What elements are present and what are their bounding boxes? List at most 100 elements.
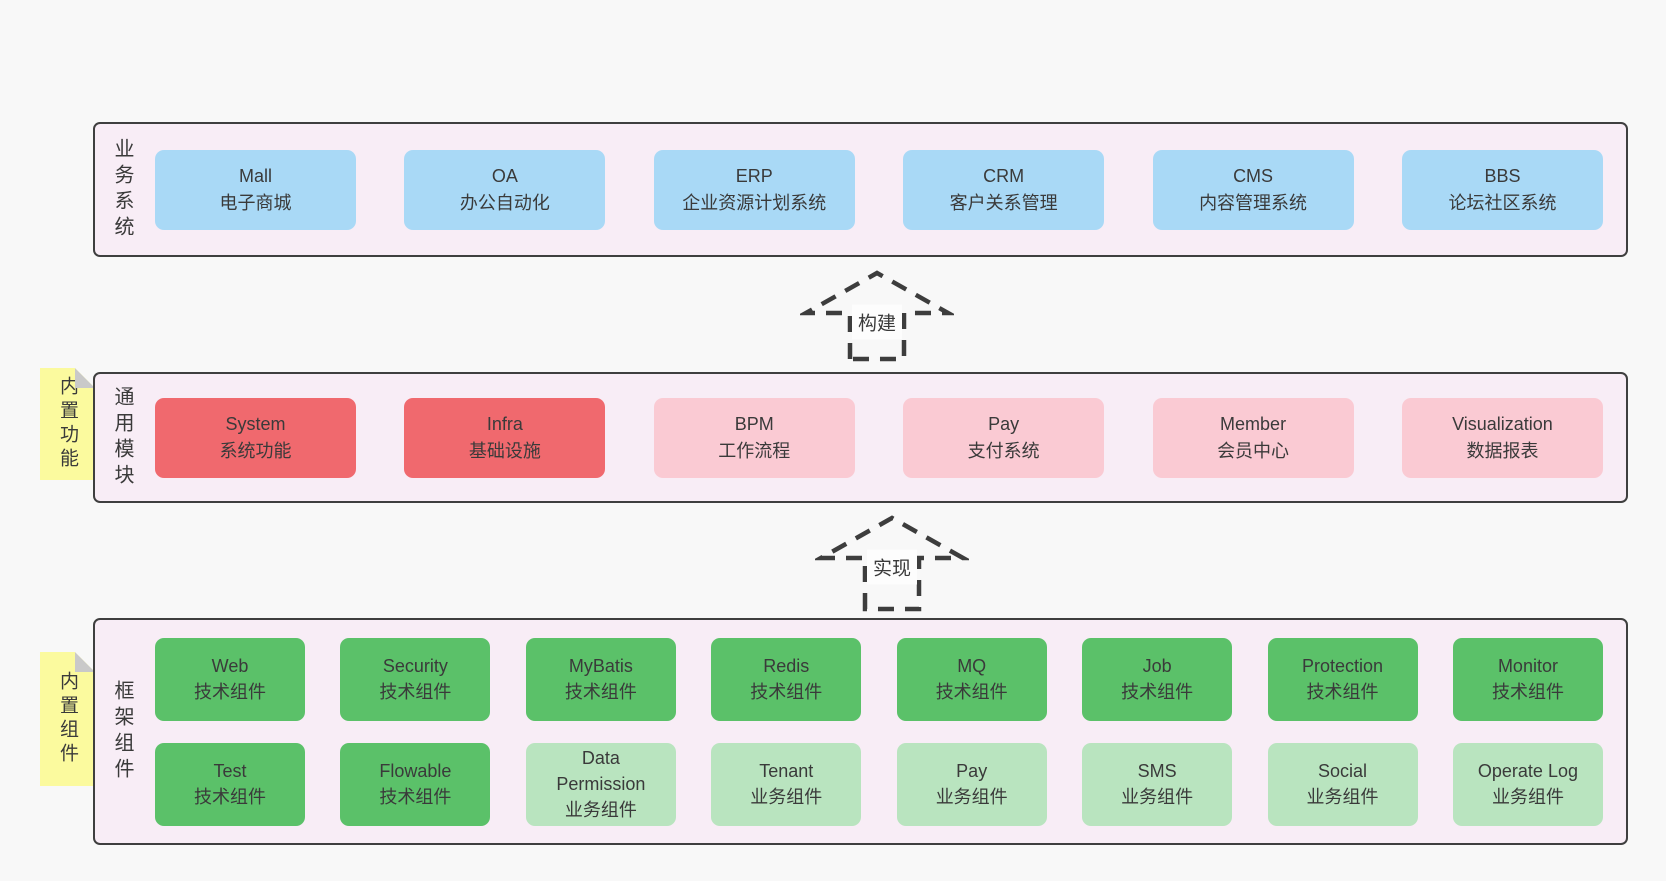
box-subtitle: 技术组件 (194, 787, 266, 807)
box-tenant: Tenant 业务组件 (711, 742, 862, 826)
arrow-label-implement: 实现 (866, 549, 918, 585)
box-title: Job (1142, 655, 1172, 676)
folded-corner-icon (75, 368, 95, 388)
box-subtitle: 基础设施 (468, 440, 541, 461)
section-title-modules: 通用模块 (111, 385, 133, 490)
box-title: Monitor (1497, 655, 1558, 676)
box-job: Job 技术组件 (1082, 637, 1233, 721)
box-subtitle: 技术组件 (750, 682, 823, 702)
box-title: BPM (734, 414, 774, 435)
box-subtitle: 技术组件 (1306, 682, 1379, 702)
box-title: Mall (238, 166, 272, 187)
box-mall: Mall 电子商城 (155, 149, 356, 230)
box-operate-log: Operate Log 业务组件 (1452, 742, 1603, 826)
box-title: Protection (1302, 655, 1384, 676)
box-row: System 系统功能 Infra 基础设施 BPM 工作流程 Pay 支付系统 Member 会… (155, 397, 1603, 478)
box-redis: Redis 技术组件 (711, 637, 862, 721)
box-cms: CMS 内容管理系统 (1152, 149, 1354, 230)
box-subtitle: 技术组件 (935, 682, 1008, 702)
box-title: Pay (956, 760, 988, 781)
box-security: Security 技术组件 (340, 637, 491, 721)
box-subtitle: 技术组件 (1121, 682, 1194, 702)
box-subtitle: 论坛社区系统 (1448, 192, 1557, 213)
box-pay: Pay 业务组件 (896, 742, 1047, 826)
box-subtitle: 会员中心 (1217, 440, 1290, 461)
box-title: Flowable (379, 760, 452, 781)
box-title: Data Permission (556, 747, 646, 794)
box-subtitle: 技术组件 (1491, 682, 1564, 702)
box-subtitle: 业务组件 (1491, 787, 1564, 807)
box-subtitle: 技术组件 (379, 787, 452, 807)
box-crm: CRM 客户关系管理 (903, 149, 1105, 230)
box-title: Pay (988, 414, 1020, 435)
box-subtitle: 系统功能 (219, 440, 292, 461)
dashed-up-arrow-implement (815, 515, 969, 612)
box-title: Social (1318, 760, 1368, 781)
box-title: Security (382, 655, 448, 676)
box-subtitle: 内容管理系统 (1199, 192, 1308, 213)
section-title-components: 框架组件 (111, 679, 133, 784)
box-subtitle: 办公自动化 (459, 192, 550, 213)
sticky-note-label: 内置组件 (57, 671, 78, 767)
box-protection: Protection 技术组件 (1267, 637, 1418, 721)
box-title: SMS (1137, 760, 1177, 781)
box-title: Visualization (1452, 414, 1553, 435)
box-test: Test 技术组件 (155, 742, 305, 826)
box-pay: Pay 支付系统 (903, 397, 1105, 478)
box-subtitle: 技术组件 (379, 682, 452, 702)
section-modules: 通用模块 System 系统功能 Infra 基础设施 BPM 工作流程 Pay 支付系统 Me… (93, 372, 1628, 503)
box-subtitle: 电子商城 (219, 192, 292, 213)
box-subtitle: 数据报表 (1466, 440, 1539, 461)
box-subtitle: 业务组件 (1121, 787, 1194, 807)
box-visualization: Visualization 数据报表 (1401, 397, 1603, 478)
box-title: Operate Log (1477, 760, 1578, 781)
box-sms: SMS 业务组件 (1082, 742, 1233, 826)
box-title: Member (1220, 414, 1287, 435)
box-subtitle: 支付系统 (967, 440, 1040, 461)
box-mybatis: MyBatis 技术组件 (525, 637, 676, 721)
box-subtitle: 业务组件 (750, 787, 823, 807)
box-bpm: BPM 工作流程 (653, 397, 855, 478)
box-title: System (225, 414, 286, 435)
box-title: CRM (983, 166, 1025, 187)
box-subtitle: 工作流程 (718, 440, 791, 461)
sticky-note-label: 内置功能 (57, 376, 78, 472)
box-bbs: BBS 论坛社区系统 (1401, 149, 1603, 230)
folded-corner-icon (75, 652, 95, 672)
box-social: Social 业务组件 (1267, 742, 1418, 826)
box-infra: Infra 基础设施 (404, 397, 606, 478)
box-monitor: Monitor 技术组件 (1452, 637, 1603, 721)
box-title: Infra (486, 414, 523, 435)
box-erp: ERP 企业资源计划系统 (653, 149, 855, 230)
box-subtitle: 客户关系管理 (949, 192, 1058, 213)
sticky-note-built-in-features: 内置功能 (40, 368, 95, 480)
box-title: BBS (1484, 166, 1521, 187)
arrow-label-build: 构建 (851, 304, 903, 340)
box-subtitle: 企业资源计划系统 (682, 192, 827, 213)
section-title-business: 业务系统 (111, 137, 133, 242)
box-subtitle: 业务组件 (1306, 787, 1379, 807)
box-title: Web (211, 655, 249, 676)
box-title: CMS (1233, 166, 1274, 187)
box-title: Redis (763, 655, 810, 676)
box-subtitle: 业务组件 (935, 787, 1008, 807)
box-web: Web 技术组件 (155, 637, 305, 721)
box-subtitle: 技术组件 (564, 682, 637, 702)
box-member: Member 会员中心 (1152, 397, 1354, 478)
box-title: MyBatis (568, 655, 633, 676)
box-title: Test (213, 760, 247, 781)
sticky-note-built-in-components: 内置组件 (40, 652, 95, 786)
box-subtitle: 技术组件 (194, 682, 266, 702)
box-title: ERP (735, 166, 773, 187)
box-title: Tenant (759, 760, 814, 781)
